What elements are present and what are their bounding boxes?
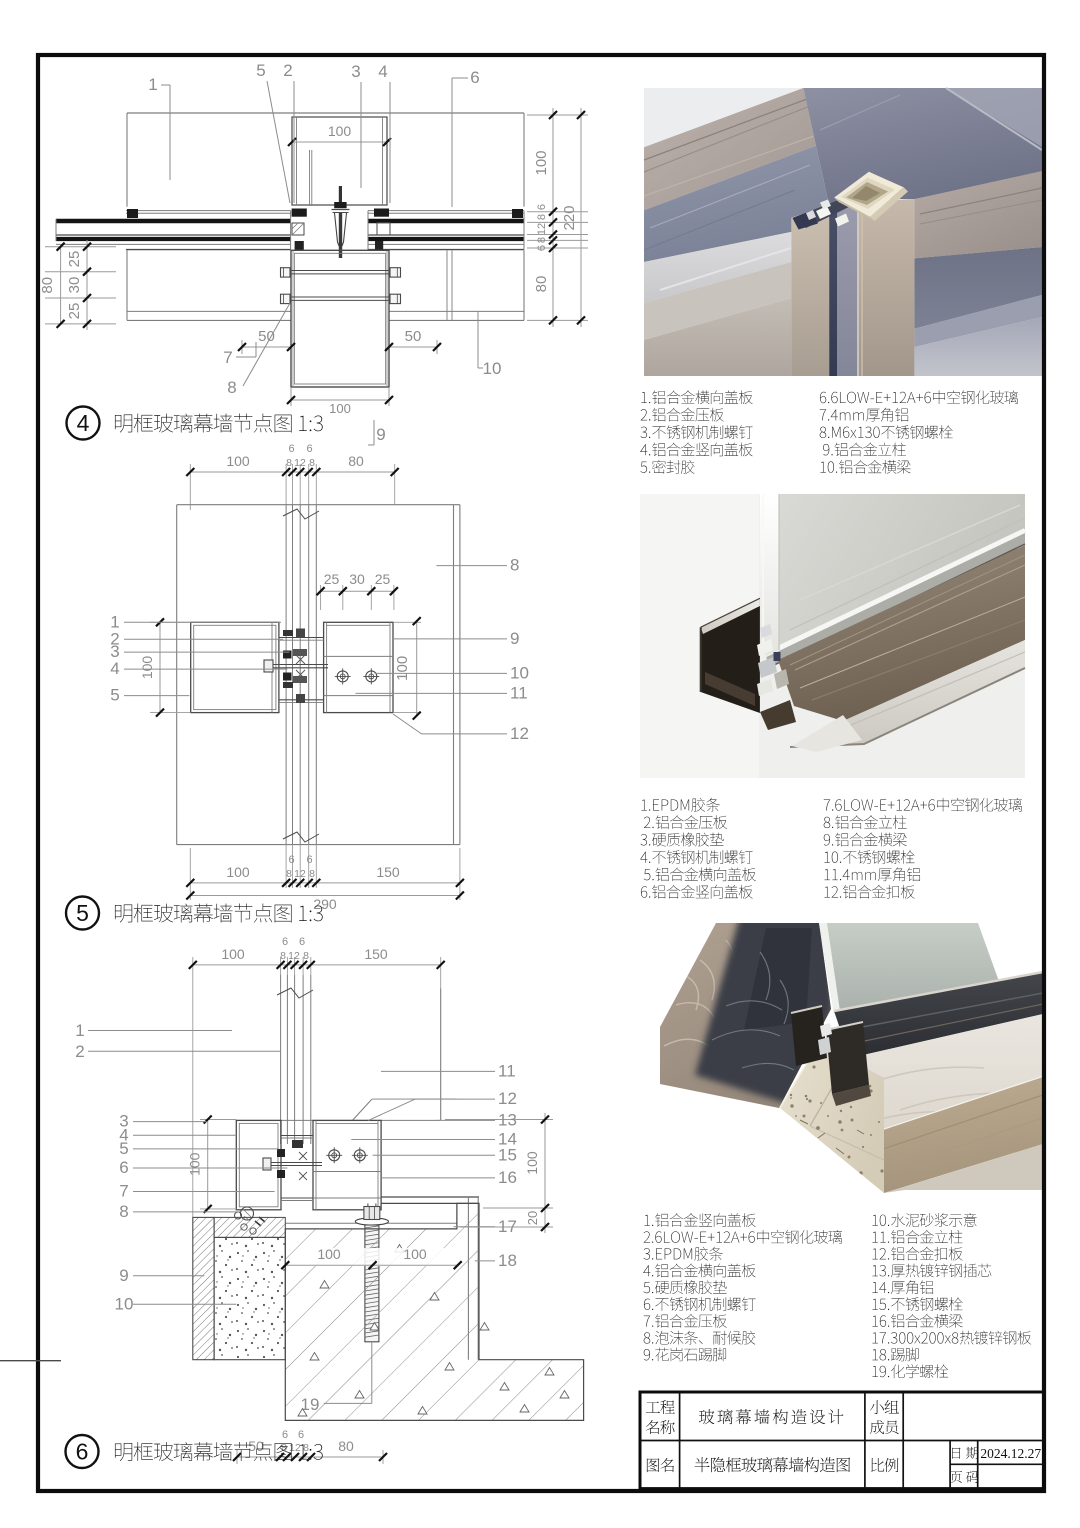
svg-text:1: 1 [75,1021,84,1040]
svg-text:100: 100 [317,1246,341,1262]
svg-text:50: 50 [405,328,422,345]
svg-text:8: 8 [227,378,236,397]
svg-text:25: 25 [375,571,391,587]
svg-text:80: 80 [338,1438,354,1454]
svg-text:8: 8 [309,868,315,880]
svg-text:5: 5 [119,1139,128,1158]
svg-text:50: 50 [248,1438,264,1454]
svg-text:80: 80 [39,277,56,294]
svg-text:30: 30 [349,571,365,587]
svg-text:100: 100 [403,1246,427,1262]
svg-text:6: 6 [282,936,288,948]
svg-text:3: 3 [119,1112,128,1131]
svg-text:100: 100 [226,864,250,880]
svg-text:25: 25 [66,303,83,320]
svg-text:6: 6 [536,245,548,251]
svg-text:2: 2 [110,629,119,648]
svg-text:50: 50 [258,328,275,345]
svg-text:12: 12 [510,724,529,743]
svg-text:10: 10 [115,1294,134,1313]
svg-text:30: 30 [66,277,83,294]
svg-text:6: 6 [288,854,294,866]
svg-text:14: 14 [498,1130,517,1149]
svg-text:6: 6 [306,854,312,866]
svg-text:100: 100 [139,656,155,680]
svg-text:8: 8 [510,556,519,575]
svg-text:8: 8 [286,868,292,880]
svg-text:100: 100 [328,123,352,139]
svg-text:25: 25 [66,251,83,268]
svg-text:4: 4 [77,410,90,436]
svg-text:10: 10 [483,359,502,378]
svg-text:5: 5 [256,61,265,80]
svg-text:100: 100 [226,453,250,469]
svg-text:8: 8 [303,1442,309,1454]
svg-text:150: 150 [364,946,388,962]
svg-text:17: 17 [498,1217,517,1236]
svg-text:6: 6 [298,1429,304,1441]
svg-text:25: 25 [324,571,340,587]
svg-text:100: 100 [221,946,245,962]
svg-text:9: 9 [119,1266,128,1285]
svg-text:80: 80 [533,276,550,293]
svg-text:7: 7 [119,1182,128,1201]
svg-text:12: 12 [498,1089,517,1108]
svg-text:4: 4 [119,1125,128,1144]
svg-text:12: 12 [536,223,548,235]
svg-text:10: 10 [510,663,529,682]
svg-text:3: 3 [110,642,119,661]
svg-text:4: 4 [110,659,119,678]
svg-text:11: 11 [498,1061,516,1080]
svg-text:1: 1 [110,612,119,631]
svg-text:6: 6 [536,204,548,210]
svg-text:12: 12 [294,457,306,469]
svg-text:6: 6 [288,443,294,455]
svg-text:12: 12 [288,950,300,962]
svg-text:8: 8 [280,950,286,962]
svg-text:6: 6 [282,1429,288,1441]
svg-text:16: 16 [498,1168,517,1187]
svg-text:8: 8 [281,1442,287,1454]
svg-text:8: 8 [303,950,309,962]
svg-text:20: 20 [525,1211,540,1225]
svg-text:8: 8 [309,457,315,469]
svg-text:100: 100 [187,1152,203,1176]
svg-text:150: 150 [376,864,400,880]
svg-text:13: 13 [498,1110,517,1129]
svg-text:3: 3 [351,62,360,81]
svg-text:8: 8 [286,457,292,469]
svg-text:290: 290 [313,896,337,912]
svg-text:5: 5 [110,686,119,705]
svg-text:15: 15 [498,1145,517,1164]
svg-text:100: 100 [329,401,351,416]
svg-text:6: 6 [119,1158,128,1177]
svg-text:6: 6 [306,443,312,455]
svg-text:6: 6 [299,936,305,948]
svg-text:100: 100 [533,150,550,175]
svg-text:12: 12 [289,1442,301,1454]
svg-text:100: 100 [524,1151,540,1175]
svg-text:11: 11 [510,683,528,702]
svg-text:2: 2 [75,1042,84,1061]
svg-text:8: 8 [536,214,548,220]
svg-text:100: 100 [394,656,411,681]
svg-text:2: 2 [283,61,292,80]
svg-text:6: 6 [470,68,479,87]
svg-text:8: 8 [536,237,548,243]
svg-text:1: 1 [148,75,157,94]
svg-text:5: 5 [76,900,89,926]
svg-text:18: 18 [498,1251,517,1270]
svg-text:12: 12 [294,868,306,880]
svg-text:6: 6 [76,1439,89,1465]
svg-text:2024.12.27: 2024.12.27 [980,1446,1041,1461]
svg-text:9: 9 [376,425,385,444]
svg-text:4: 4 [378,62,387,81]
svg-text:220: 220 [561,205,578,230]
svg-text:8: 8 [119,1202,128,1221]
svg-text:7: 7 [223,348,232,367]
svg-text:80: 80 [348,453,364,469]
svg-text:9: 9 [510,629,519,648]
